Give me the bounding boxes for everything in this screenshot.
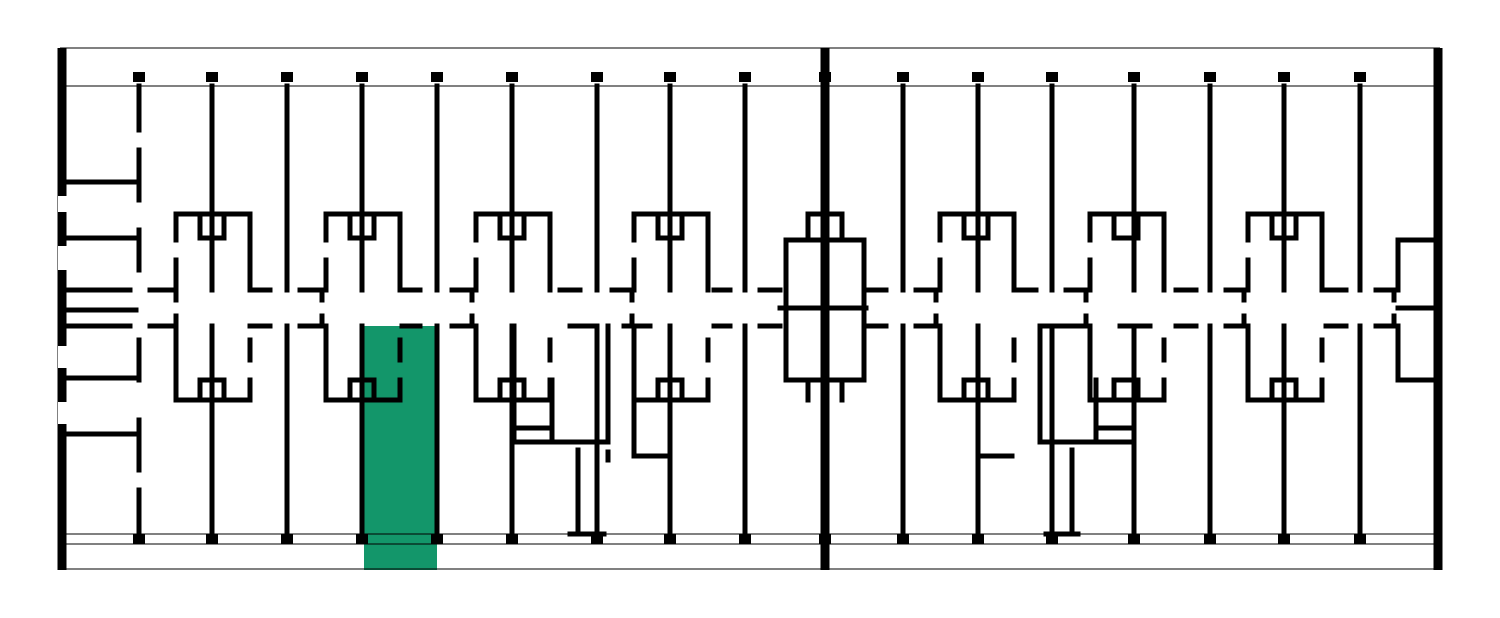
corridor-walls [63, 287, 1397, 329]
column-top [972, 72, 984, 82]
column-bottom [591, 534, 603, 544]
column-bottom [1046, 534, 1058, 544]
column-top [1354, 72, 1366, 82]
column-top [1204, 72, 1216, 82]
column-bottom [356, 534, 368, 544]
column-top [1046, 72, 1058, 82]
highlighted-apartment-unit[interactable] [364, 326, 437, 570]
column-top [591, 72, 603, 82]
column-top [1278, 72, 1290, 82]
column-top [206, 72, 218, 82]
column-bottom [664, 534, 676, 544]
bathroom-blocks [173, 211, 1437, 537]
structural-columns [133, 72, 1366, 544]
column-bottom [1354, 534, 1366, 544]
column-bottom [897, 534, 909, 544]
column-top [281, 72, 293, 82]
column-bottom [739, 534, 751, 544]
column-top [133, 72, 145, 82]
column-bottom [133, 534, 145, 544]
column-top [897, 72, 909, 82]
column-top [819, 72, 831, 82]
left-facade-windows [58, 196, 68, 424]
column-bottom [972, 534, 984, 544]
partition-walls [65, 83, 1363, 537]
column-bottom [1278, 534, 1290, 544]
column-top [356, 72, 368, 82]
outer-walls [57, 48, 1443, 570]
column-bottom [1204, 534, 1216, 544]
column-bottom [206, 534, 218, 544]
column-top [1128, 72, 1140, 82]
column-bottom [281, 534, 293, 544]
column-top [664, 72, 676, 82]
column-top [739, 72, 751, 82]
column-bottom [819, 534, 831, 544]
column-bottom [506, 534, 518, 544]
column-top [431, 72, 443, 82]
column-top [506, 72, 518, 82]
column-bottom [431, 534, 443, 544]
column-bottom [1128, 534, 1140, 544]
balcony-lines [60, 47, 1440, 570]
